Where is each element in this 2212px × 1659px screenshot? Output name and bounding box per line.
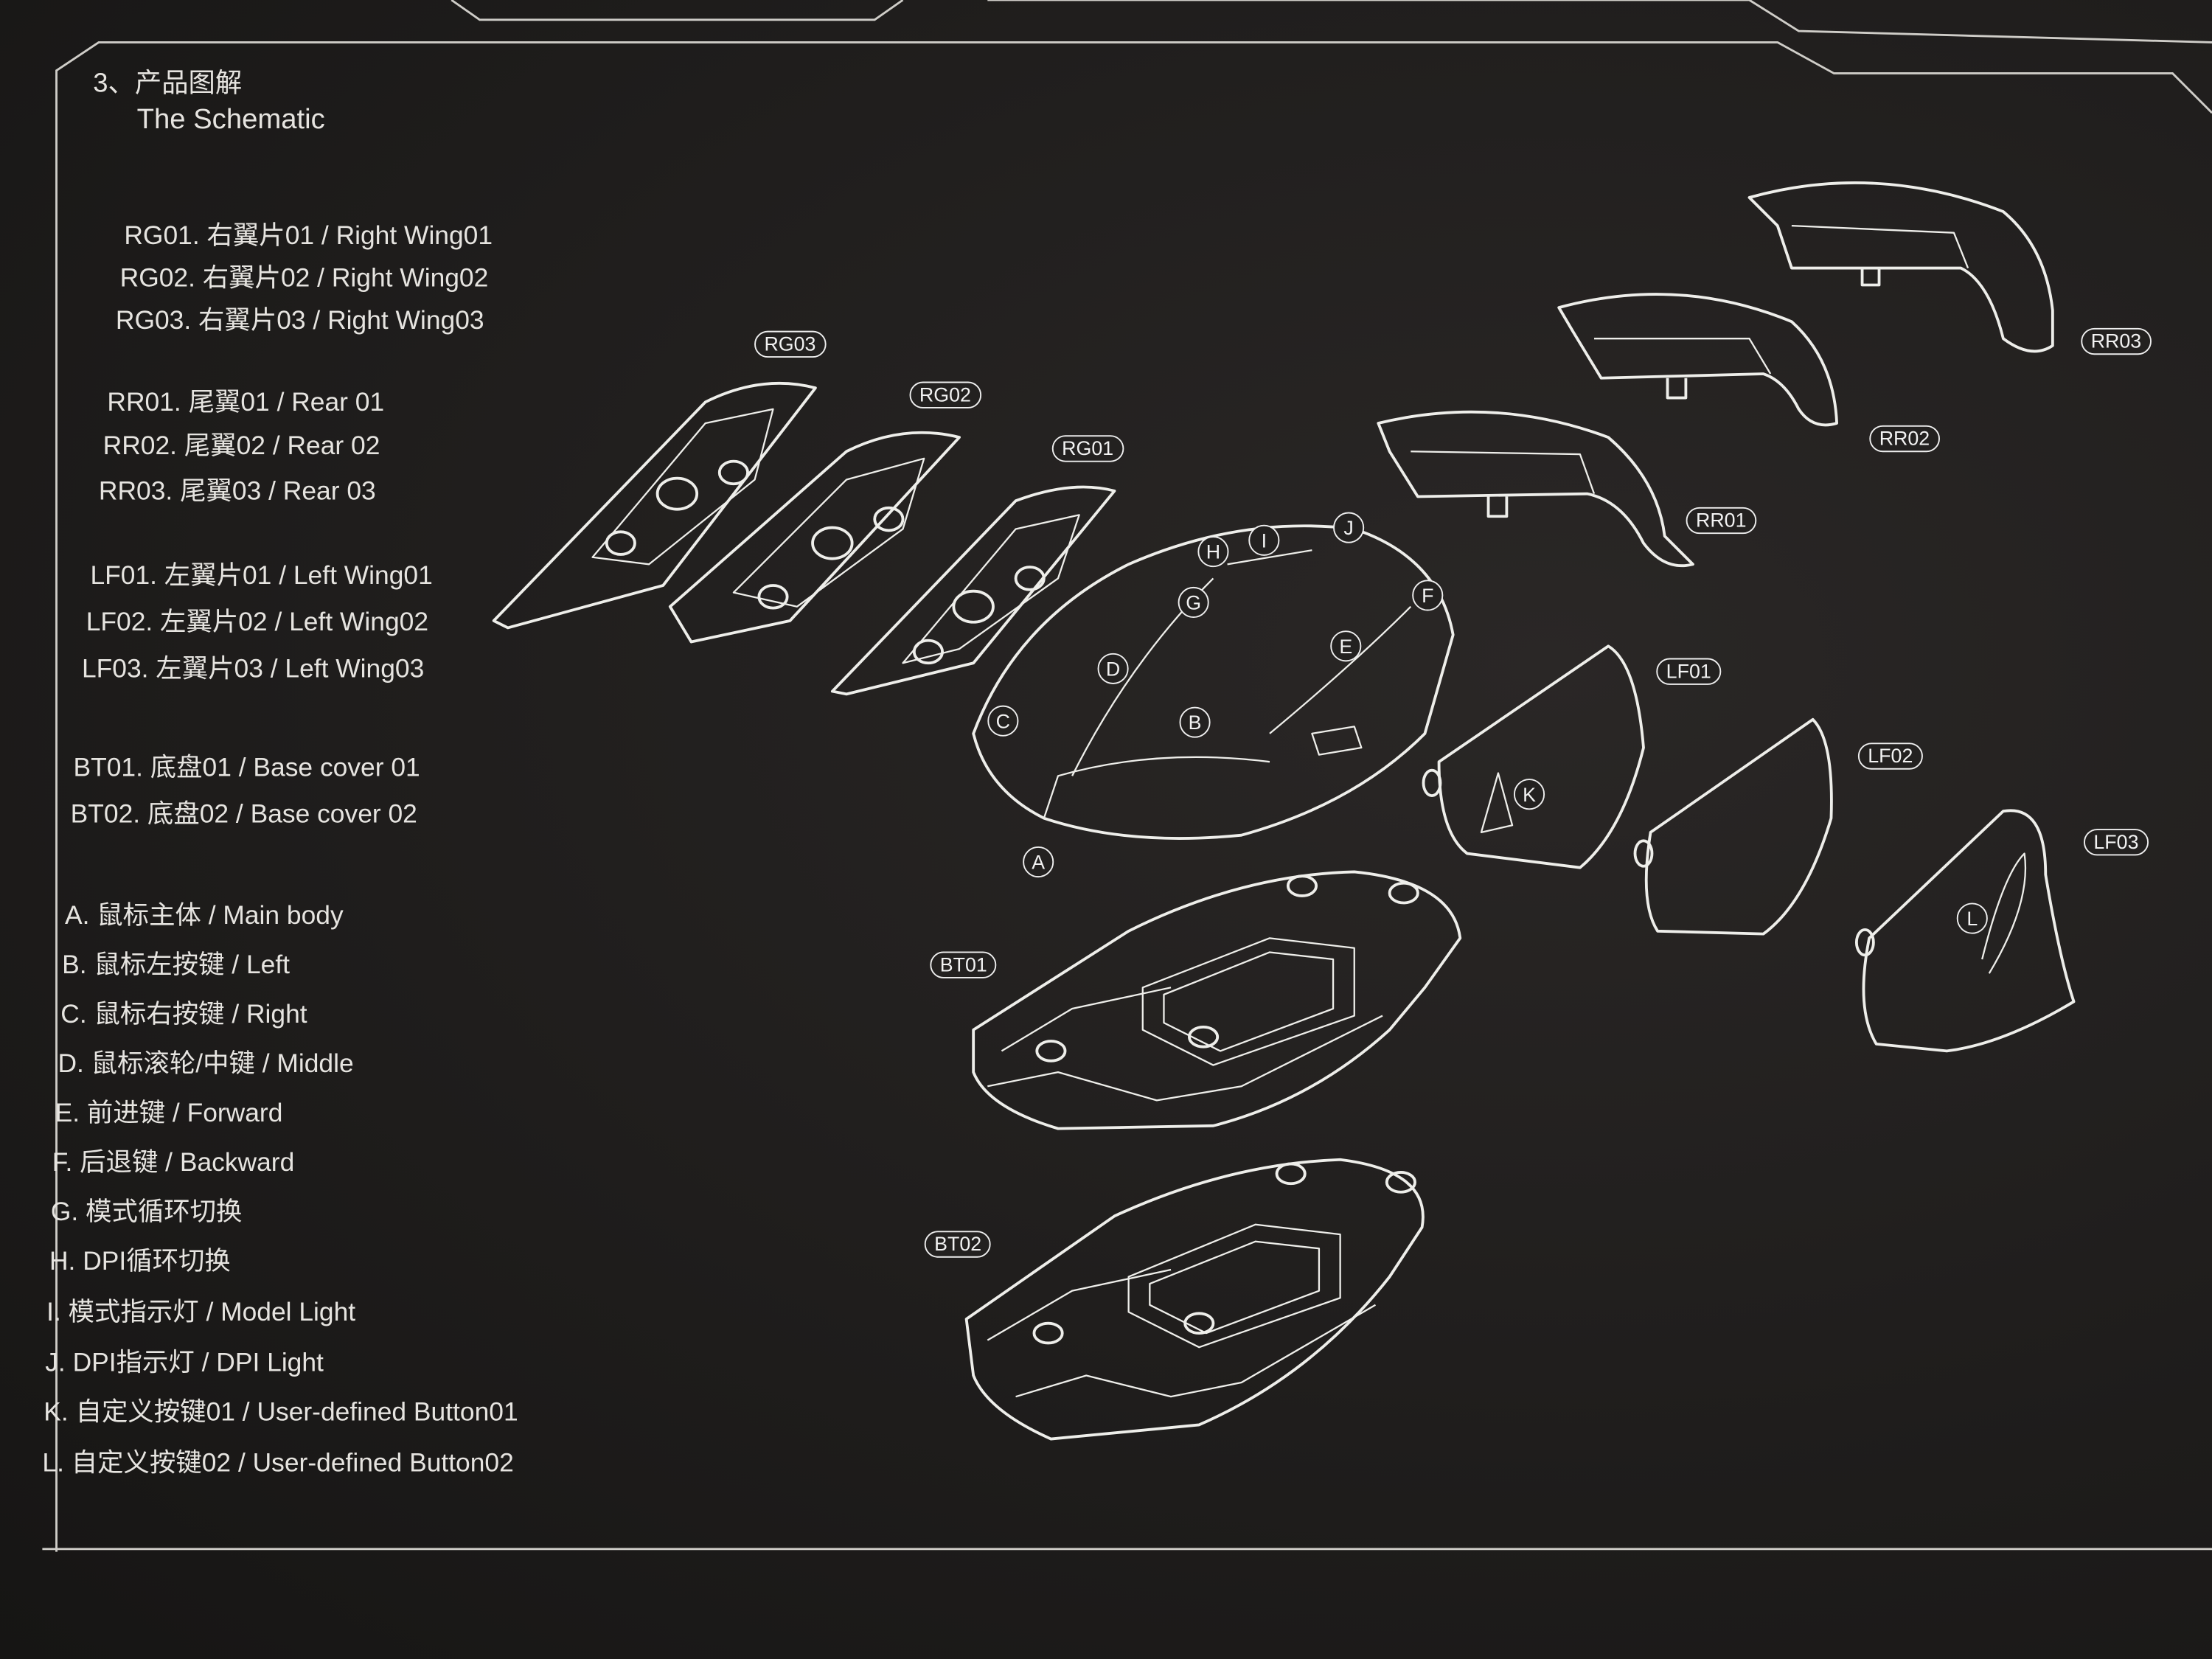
tag-rr02: RR02 (1869, 425, 1940, 453)
legend-item: D. 鼠标滚轮/中键 / Middle (58, 1048, 354, 1078)
legend-item: LF01. 左翼片01 / Left Wing01 (90, 560, 433, 590)
tag-lf03: LF03 (2084, 829, 2149, 856)
legend-item: RR01. 尾翼01 / Rear 01 (107, 386, 385, 417)
legend-item: B. 鼠标左按键 / Left (62, 949, 291, 979)
main-body-drawing (972, 524, 1455, 840)
legend-item: RG01. 右翼片01 / Right Wing01 (124, 220, 493, 250)
base-cover-02-drawing (964, 1158, 1425, 1441)
rear-02-drawing (1557, 293, 1839, 427)
tag-bt01: BT01 (930, 951, 998, 978)
legend-item: J. DPI指示灯 / DPI Light (45, 1347, 324, 1377)
callout-f: F (1412, 580, 1444, 611)
legend-item: BT02. 底盘02 / Base cover 02 (70, 798, 417, 829)
legend-item: RR02. 尾翼02 / Rear 02 (102, 430, 380, 460)
tag-rg02: RG02 (909, 381, 981, 408)
legend-item: K. 自定义按键01 / User-defined Button01 (44, 1397, 518, 1427)
right-wing-01-drawing (830, 485, 1116, 696)
callout-h: H (1197, 536, 1229, 568)
callout-g: G (1178, 586, 1209, 619)
legend-item: LF03. 左翼片03 / Left Wing03 (81, 653, 425, 684)
right-wing-02-drawing (668, 431, 961, 644)
tag-lf02: LF02 (1857, 742, 1923, 770)
rear-01-drawing (1377, 410, 1694, 568)
legend-item: A. 鼠标主体 / Main body (65, 900, 344, 930)
tag-rg01: RG01 (1051, 435, 1124, 462)
callout-c: C (987, 705, 1019, 737)
callout-i: I (1248, 524, 1280, 556)
callout-a: A (1023, 846, 1054, 878)
legend-item: F. 后退键 / Backward (52, 1147, 295, 1177)
left-wing-01-drawing (1422, 644, 1645, 869)
legend-item: LF02. 左翼片02 / Left Wing02 (86, 606, 429, 636)
legend-item: H. DPI循环切换 (49, 1245, 231, 1276)
legend-item: BT01. 底盘01 / Base cover 01 (73, 751, 420, 782)
legend-item: RR03. 尾翼03 / Rear 03 (98, 475, 376, 505)
left-wing-02-drawing (1633, 717, 1833, 936)
legend-item: I. 模式指示灯 / Model Light (46, 1296, 356, 1326)
tag-lf01: LF01 (1656, 658, 1722, 685)
base-cover-01-drawing (972, 870, 1462, 1130)
tag-bt02: BT02 (924, 1231, 992, 1258)
left-wing-03-drawing (1854, 809, 2076, 1053)
tag-rr01: RR01 (1686, 507, 1756, 535)
legend-item: RG03. 右翼片03 / Right Wing03 (115, 305, 484, 335)
legend-item: G. 模式循环切换 (50, 1196, 243, 1226)
heading-en: The Schematic (136, 104, 325, 136)
heading-cn: 3、产品图解 (93, 69, 243, 99)
callout-j: J (1333, 512, 1365, 543)
callout-b: B (1179, 706, 1211, 738)
tag-rg03: RG03 (754, 330, 826, 358)
callout-k: K (1513, 779, 1545, 810)
callout-e: E (1330, 630, 1362, 662)
right-wing-03-drawing (492, 381, 817, 630)
legend-item: RG02. 右翼片02 / Right Wing02 (119, 262, 489, 293)
legend-item: L. 自定义按键02 / User-defined Button02 (42, 1447, 514, 1478)
tag-rr03: RR03 (2081, 327, 2152, 355)
legend-item: C. 鼠标右按键 / Right (60, 998, 307, 1029)
rear-03-drawing (1747, 181, 2054, 353)
callout-d: D (1097, 653, 1129, 684)
callout-l: L (1956, 902, 1988, 934)
legend-item: E. 前进键 / Forward (55, 1097, 283, 1127)
